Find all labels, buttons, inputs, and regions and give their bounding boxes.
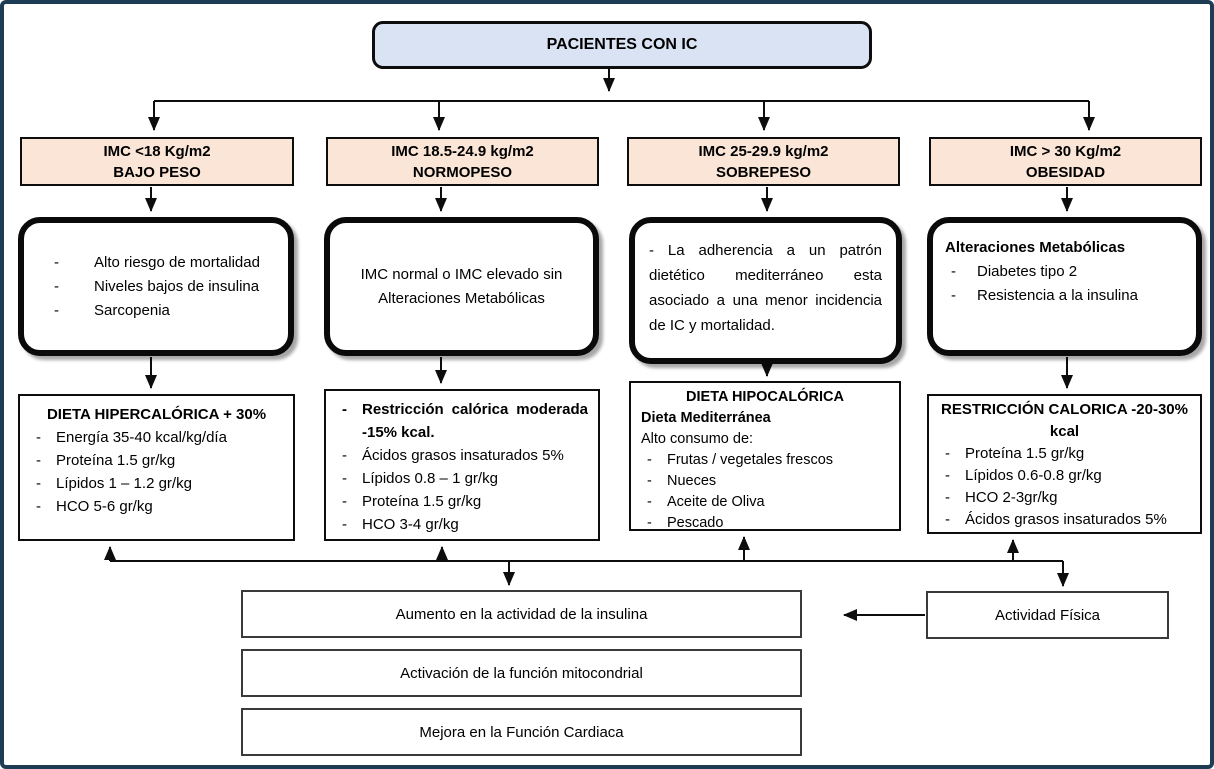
diet-item: Nueces xyxy=(641,471,889,492)
bmi-header-line2: NORMOPESO xyxy=(412,163,513,181)
diet-item: HCO 2-3gr/kg xyxy=(939,487,1190,509)
outcome-box-funcion-cardiaca: Mejora en la Función Cardiaca xyxy=(241,708,802,756)
diet-box-restriccion-moderada: Restricción calórica moderada -15% kcal.… xyxy=(324,389,600,541)
arrow-root-split xyxy=(148,69,1095,131)
diet-list: Frutas / vegetales frescosNuecesAceite d… xyxy=(641,450,889,534)
diet-list: Proteína 1.5 gr/kgLípidos 0.6-0.8 gr/kgH… xyxy=(939,443,1190,531)
traits-box-obesidad: Alteraciones Metabólicas Diabetes tipo 2… xyxy=(927,217,1202,356)
outcome-label: Aumento en la actividad de la insulina xyxy=(395,605,648,623)
diet-lead-list: Restricción calórica moderada -15% kcal. xyxy=(336,398,588,444)
diet-item: Proteína 1.5 gr/kg xyxy=(939,443,1190,465)
trait-item: Resistencia a la insulina xyxy=(945,284,1184,308)
diet-item: Proteína 1.5 gr/kg xyxy=(336,490,588,513)
diet-intro: Alto consumo de: xyxy=(641,431,754,447)
bmi-header-line1: IMC <18 Kg/m2 xyxy=(103,142,211,160)
traits-list: Alto riesgo de mortalidadNiveles bajos d… xyxy=(34,251,278,323)
bmi-header-line2: OBESIDAD xyxy=(1025,163,1106,181)
traits-box-sobrepeso: - La adherencia a un patrón dietético me… xyxy=(629,217,902,364)
outcome-box-mitocondrial: Activación de la función mitocondrial xyxy=(241,649,802,697)
diet-list: Ácidos grasos insaturados 5%Lípidos 0.8 … xyxy=(336,444,588,536)
diet-box-hipocalorica: DIETA HIPOCALÓRICA Dieta Mediterránea Al… xyxy=(629,381,901,534)
outcome-label: Activación de la función mitocondrial xyxy=(400,664,643,682)
bmi-header-line1: IMC 25-29.9 kg/m2 xyxy=(698,142,829,160)
diet-item: Energía 35-40 kcal/kg/día xyxy=(30,426,283,449)
root-node-pacientes-con-ic: PACIENTES CON IC xyxy=(372,21,872,69)
diet-subtitle: Dieta Mediterránea xyxy=(641,410,771,426)
bmi-header-line1: IMC 18.5-24.9 kg/m2 xyxy=(391,142,534,160)
bmi-header-bajo-peso: IMC <18 Kg/m2 BAJO PESO xyxy=(20,137,294,186)
outcome-box-insulina: Aumento en la actividad de la insulina xyxy=(241,590,802,638)
diet-box-hipercalorica: DIETA HIPERCALÓRICA + 30% Energía 35-40 … xyxy=(18,394,295,541)
trait-item: Alto riesgo de mortalidad xyxy=(34,251,278,275)
outcome-label: Mejora en la Función Cardiaca xyxy=(419,723,624,741)
diet-item: Lípidos 1 – 1.2 gr/kg xyxy=(30,472,283,495)
traits-text: - La adherencia a un patrón dietético me… xyxy=(649,242,882,334)
diet-title: DIETA HIPOCALÓRICA xyxy=(686,389,844,405)
diet-title: DIETA HIPERCALÓRICA + 30% xyxy=(46,406,267,423)
diet-title: RESTRICCIÓN CALORICA -20-30% kcal xyxy=(941,401,1188,440)
trait-item: Niveles bajos de insulina xyxy=(34,275,278,299)
diet-item: Ácidos grasos insaturados 5% xyxy=(939,509,1190,531)
traits-box-bajo-peso: Alto riesgo de mortalidadNiveles bajos d… xyxy=(18,217,294,356)
arrows-header-to-traits xyxy=(145,187,1073,212)
bmi-header-normopeso: IMC 18.5-24.9 kg/m2 NORMOPESO xyxy=(326,137,599,186)
bmi-header-obesidad: IMC > 30 Kg/m2 OBESIDAD xyxy=(929,137,1202,186)
traits-title: Alteraciones Metabólicas xyxy=(945,239,1126,256)
diet-item: Frutas / vegetales frescos xyxy=(641,450,889,471)
diet-item: Lípidos 0.6-0.8 gr/kg xyxy=(939,465,1190,487)
diet-lead-item: Restricción calórica moderada -15% kcal. xyxy=(336,398,588,444)
root-node-label: PACIENTES CON IC xyxy=(546,36,698,53)
diet-item: Proteína 1.5 gr/kg xyxy=(30,449,283,472)
arrows-feedback-bus xyxy=(104,536,1069,587)
diet-item: Ácidos grasos insaturados 5% xyxy=(336,444,588,467)
arrows-traits-to-diet xyxy=(145,357,1073,389)
bmi-header-sobrepeso: IMC 25-29.9 kg/m2 SOBREPESO xyxy=(627,137,900,186)
bmi-header-line1: IMC > 30 Kg/m2 xyxy=(1009,142,1122,160)
diet-list: Energía 35-40 kcal/kg/díaProteína 1.5 gr… xyxy=(30,426,283,518)
trait-item: Sarcopenia xyxy=(34,299,278,323)
diet-item: HCO 3-4 gr/kg xyxy=(336,513,588,536)
activity-label: Actividad Física xyxy=(994,606,1101,624)
diet-box-restriccion-calorica: RESTRICCIÓN CALORICA -20-30% kcal Proteí… xyxy=(927,394,1202,534)
diet-item: Lípidos 0.8 – 1 gr/kg xyxy=(336,467,588,490)
activity-box-actividad-fisica: Actividad Física xyxy=(926,591,1169,639)
traits-text: IMC normal o IMC elevado sin Alteracione… xyxy=(360,265,563,307)
diet-item: Pescado xyxy=(641,513,889,534)
traits-list: Diabetes tipo 2Resistencia a la insulina xyxy=(945,260,1184,308)
trait-item: Diabetes tipo 2 xyxy=(945,260,1184,284)
diet-item: Aceite de Oliva xyxy=(641,492,889,513)
bmi-header-line2: SOBREPESO xyxy=(715,163,812,181)
diet-item: HCO 5-6 gr/kg xyxy=(30,495,283,518)
bmi-header-line2: BAJO PESO xyxy=(113,163,201,181)
traits-box-normopeso: IMC normal o IMC elevado sin Alteracione… xyxy=(324,217,599,356)
